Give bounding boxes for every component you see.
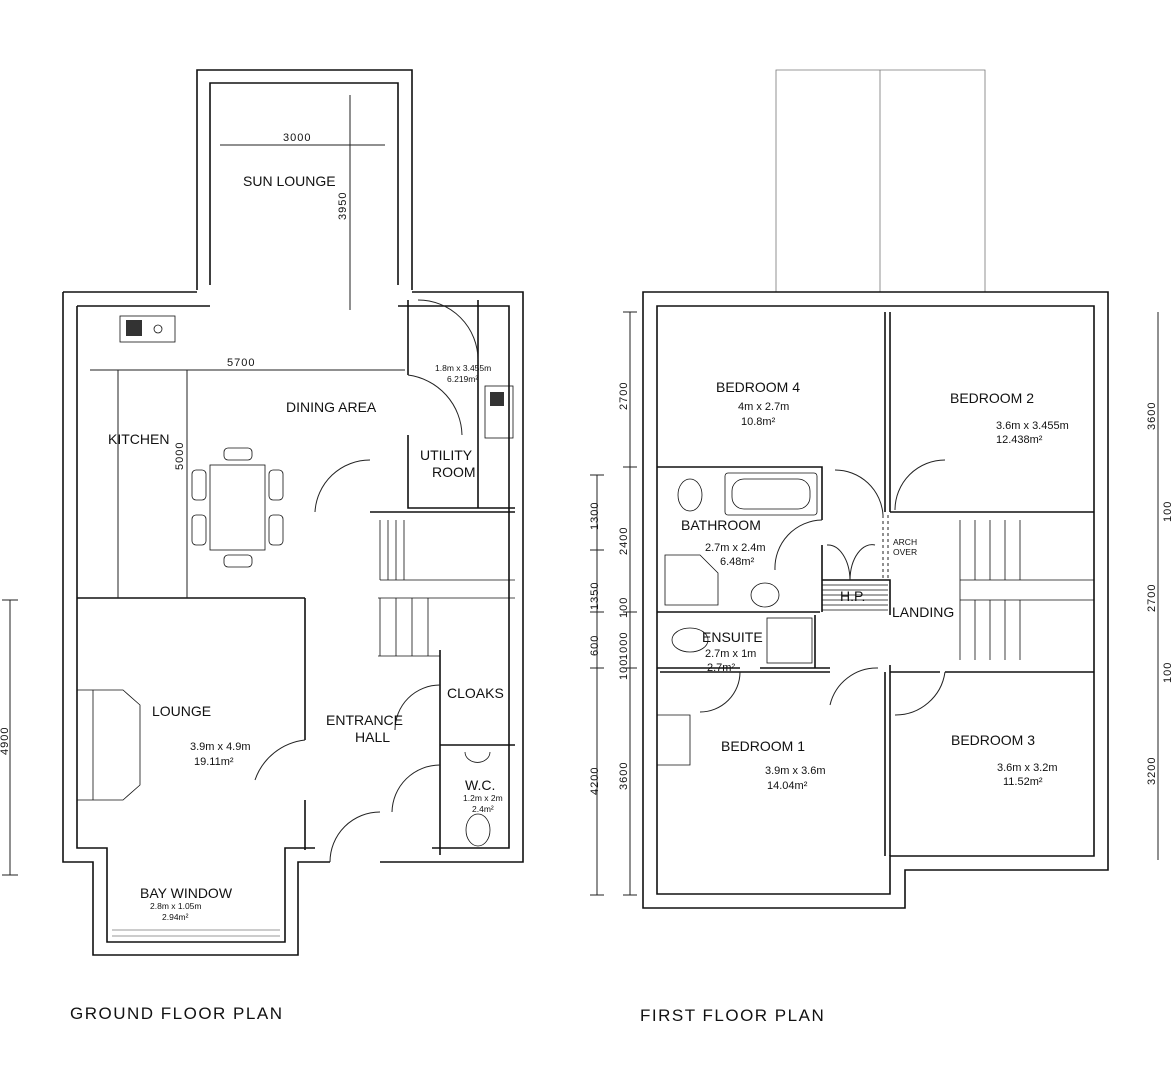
dimension-label: 2700 xyxy=(1146,584,1158,612)
label-hp: H.P. xyxy=(840,588,865,604)
dim-lounge-depth: 4900 xyxy=(0,727,11,755)
label-bay-window: BAY WINDOW xyxy=(140,885,233,901)
ground-outer-wall xyxy=(62,291,524,956)
roof-below xyxy=(775,69,986,292)
bathroom-basin-icon xyxy=(750,582,780,608)
label-ensuite: ENSUITE xyxy=(702,629,763,645)
dim-sun-depth: 3950 xyxy=(337,192,349,220)
wc-toilet-icon xyxy=(465,813,491,847)
label-bathroom: BATHROOM xyxy=(681,517,761,533)
dimension-label: 2400 xyxy=(618,527,630,555)
label-hall: HALL xyxy=(355,729,390,745)
dimension-label: 4200 xyxy=(589,767,601,795)
dimension-label: 1350 xyxy=(589,582,601,610)
chimney-breast xyxy=(77,689,141,801)
label-entrance: ENTRANCE xyxy=(326,712,403,728)
bathroom-size: 2.7m x 2.4m xyxy=(705,542,766,554)
dimension-label: 600 xyxy=(589,635,601,656)
first-floor-title: FIRST FLOOR PLAN xyxy=(640,1006,825,1025)
bay-area: 2.94m² xyxy=(162,912,189,922)
bedroom4-size: 4m x 2.7m xyxy=(738,401,789,413)
kitchen-sink-icon xyxy=(119,315,176,343)
dimension-label: 3200 xyxy=(1146,757,1158,785)
bathroom-area: 6.48m² xyxy=(720,556,755,568)
wc-size: 1.2m x 2m xyxy=(463,793,503,803)
label-wc: W.C. xyxy=(465,777,495,793)
utility-walls xyxy=(407,300,515,509)
bathroom-shower-icon xyxy=(664,554,719,606)
label-landing: LANDING xyxy=(892,604,954,620)
label-dining-area: DINING AREA xyxy=(286,399,377,415)
dims-left-outer: 1300 1350 600 4200 xyxy=(589,502,601,795)
label-bedroom-1: BEDROOM 1 xyxy=(721,738,805,754)
kitchen-lounge-wall xyxy=(77,597,306,850)
bedroom1-area: 14.04m² xyxy=(767,780,808,792)
ground-inner-wall xyxy=(76,305,510,943)
first-stairs xyxy=(959,520,1094,660)
bedroom1-size: 3.9m x 3.6m xyxy=(765,765,826,777)
first-floor-plan: 2700 2400 100 1000 100 3600 1300 1350 60… xyxy=(589,69,1171,1025)
dimension-label: 3600 xyxy=(618,762,630,790)
dim-kitchen-width: 5700 xyxy=(227,357,255,369)
label-bedroom-2: BEDROOM 2 xyxy=(950,390,1034,406)
label-lounge: LOUNGE xyxy=(152,703,211,719)
dims-left-inner: 2700 2400 100 1000 100 3600 xyxy=(618,382,630,790)
dimension-label: 100 xyxy=(1162,501,1171,522)
lounge-area: 19.11m² xyxy=(194,756,234,768)
ground-stairs xyxy=(378,520,515,657)
bedroom2-area: 12.438m² xyxy=(996,434,1043,446)
dimension-label: 100 xyxy=(618,659,630,680)
hp-cupboard xyxy=(822,584,888,611)
dimension-label: 3600 xyxy=(1146,402,1158,430)
ground-floor-title: GROUND FLOOR PLAN xyxy=(70,1004,283,1023)
ensuite-size: 2.7m x 1m xyxy=(705,648,756,660)
label-bedroom-3: BEDROOM 3 xyxy=(951,732,1035,748)
label-utility-room: ROOM xyxy=(432,464,476,480)
bedroom3-area: 11.52m² xyxy=(1003,776,1043,788)
ensuite-shower-icon xyxy=(766,617,813,664)
ground-floor-plan: 3000 3950 5700 5000 4900 SUN LOUNGE DINI… xyxy=(0,69,524,1023)
ensuite-area: 2.7m² xyxy=(707,662,735,674)
label-arch: ARCH xyxy=(893,537,917,547)
bathroom-toilet-icon xyxy=(677,478,703,512)
dim-kitchen-depth: 5000 xyxy=(174,442,186,470)
utility-sink-icon xyxy=(484,385,514,439)
dimension-label: 100 xyxy=(618,597,630,618)
bath-icon xyxy=(724,472,818,516)
bedroom4-area: 10.8m² xyxy=(741,416,776,428)
first-interior-walls xyxy=(657,312,1094,856)
utility-area: 6.219m² xyxy=(447,374,478,384)
sun-lounge-walls xyxy=(196,69,413,290)
dining-table-icon xyxy=(191,447,284,568)
chimney-breast-first xyxy=(657,714,691,766)
first-outer-wall xyxy=(642,291,1109,909)
dimension-label: 100 xyxy=(1162,662,1171,683)
dimension-label: 2700 xyxy=(618,382,630,410)
bedroom2-size: 3.6m x 3.455m xyxy=(996,420,1069,432)
ensuite-toilet-icon xyxy=(671,627,709,653)
sink-drainer-icon xyxy=(126,320,142,336)
label-utility: UTILITY xyxy=(420,447,473,463)
label-over: OVER xyxy=(893,547,917,557)
lounge-size: 3.9m x 4.9m xyxy=(190,741,251,753)
stair-walls xyxy=(370,511,515,855)
bedroom3-size: 3.6m x 3.2m xyxy=(997,762,1058,774)
dims-right: 3600 100 2700 100 3200 xyxy=(1146,402,1171,785)
label-cloaks: CLOAKS xyxy=(447,685,504,701)
label-bedroom-4: BEDROOM 4 xyxy=(716,379,800,395)
dimension-label: 1000 xyxy=(618,632,630,660)
utility-size: 1.8m x 3.455m xyxy=(435,363,491,373)
label-kitchen: KITCHEN xyxy=(108,431,169,447)
dimension-label: 1300 xyxy=(589,502,601,530)
label-sun-lounge: SUN LOUNGE xyxy=(243,173,336,189)
wc-basin-icon xyxy=(464,751,491,763)
dim-sun-width: 3000 xyxy=(283,132,311,144)
wc-area: 2.4m² xyxy=(472,804,494,814)
bay-size: 2.8m x 1.05m xyxy=(150,901,202,911)
